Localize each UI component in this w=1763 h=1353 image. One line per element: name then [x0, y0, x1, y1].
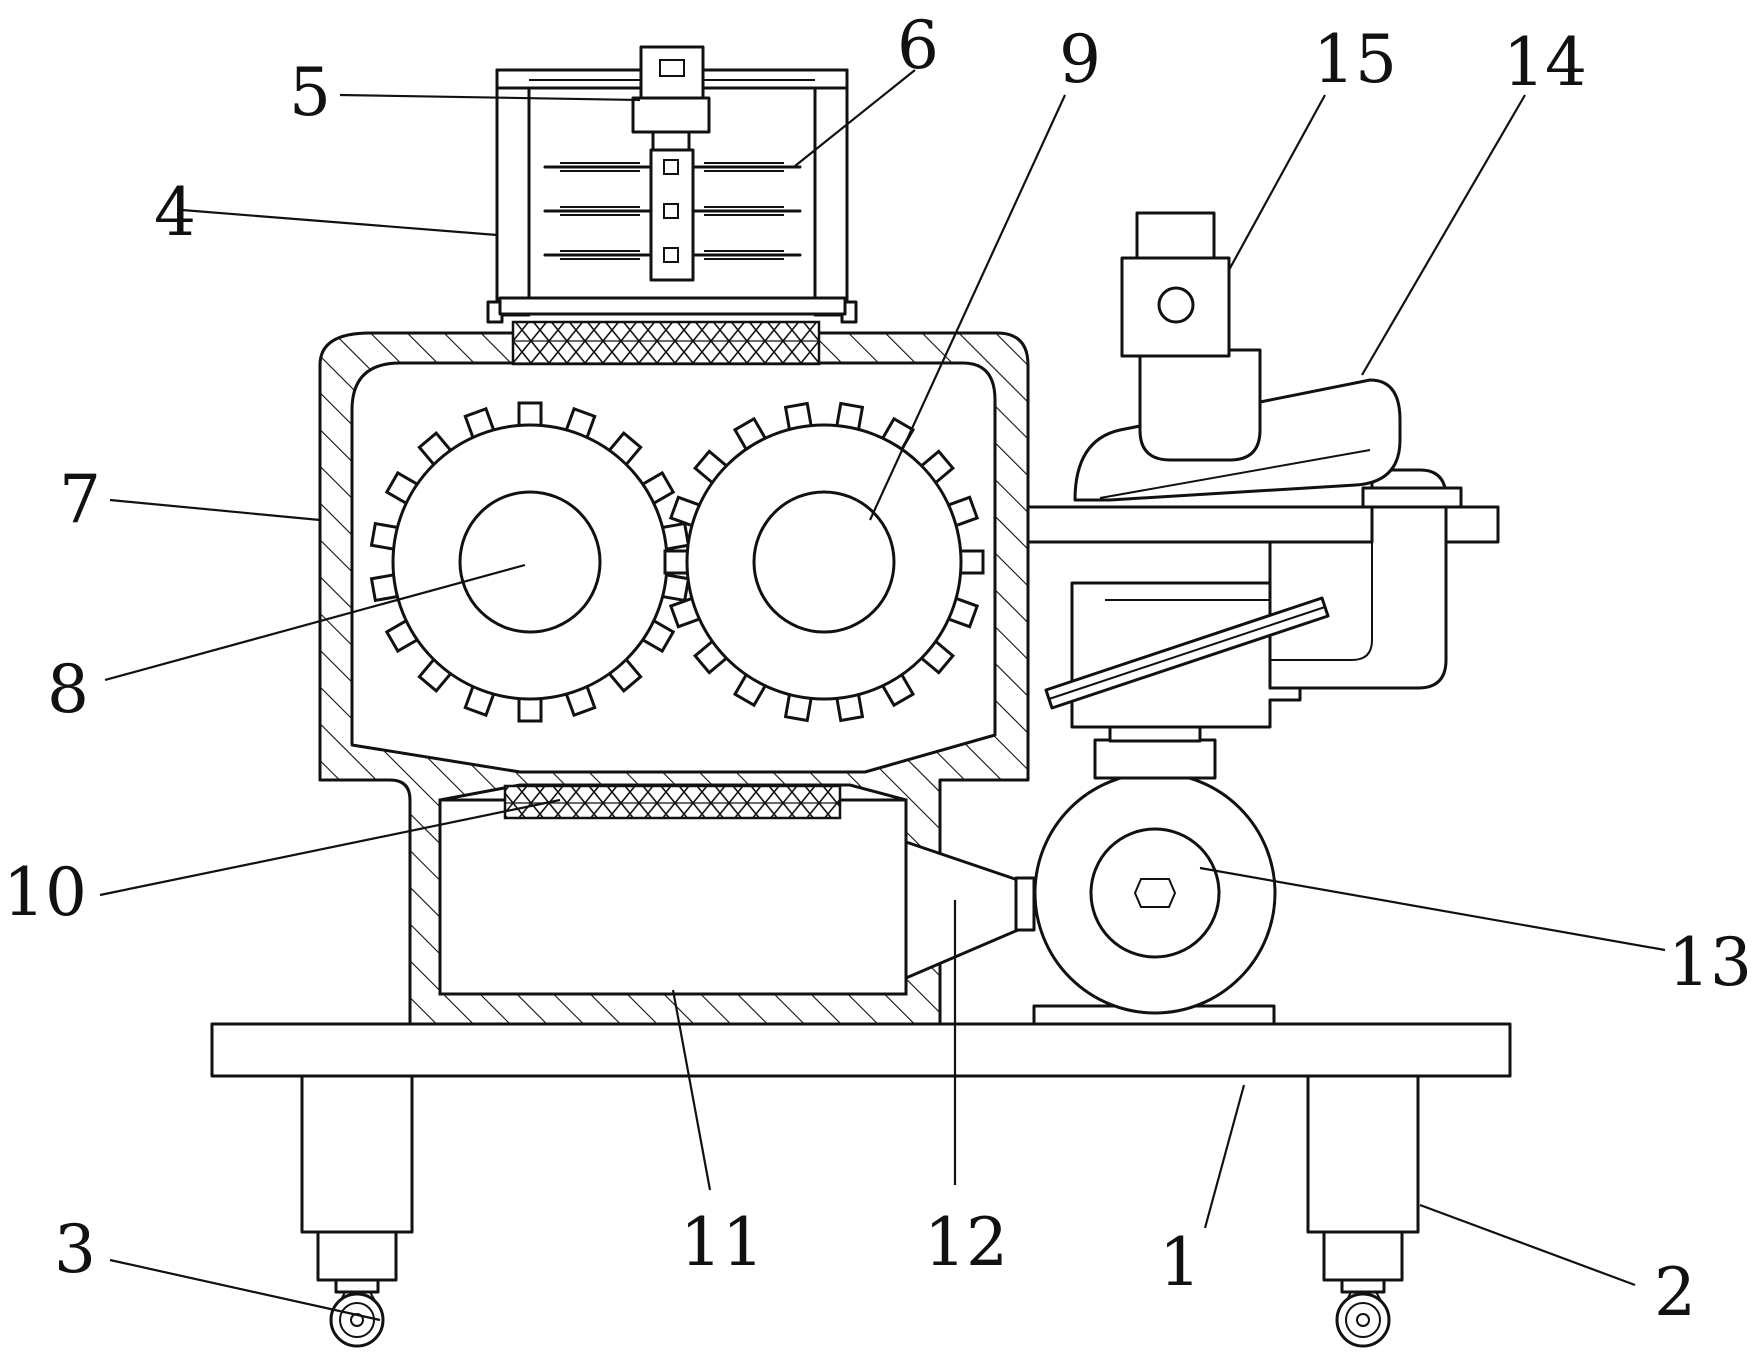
label-6: 6 — [897, 7, 939, 84]
leader-lines — [99, 69, 1666, 1322]
right-leg — [1306, 1074, 1420, 1348]
hopper-frame — [486, 68, 858, 324]
label-8: 8 — [47, 651, 89, 728]
return-pipe — [1268, 468, 1463, 690]
label-4: 4 — [154, 174, 196, 251]
suction-duct — [904, 840, 1020, 980]
delivery-pipe — [1073, 348, 1402, 502]
label-11: 11 — [680, 1204, 764, 1281]
label-7: 7 — [59, 461, 101, 538]
label-9: 9 — [1059, 21, 1101, 98]
suction-fan — [1014, 725, 1277, 1026]
label-3: 3 — [54, 1211, 96, 1288]
callout-labels: 1 2 3 4 5 6 7 8 9 10 11 12 13 14 15 — [3, 7, 1752, 1331]
label-12: 12 — [924, 1204, 1008, 1281]
inclined-screen — [1044, 596, 1330, 710]
label-1: 1 — [1159, 1224, 1201, 1301]
left-crusher-roller — [369, 401, 691, 723]
drive-motor — [631, 45, 711, 152]
right-crusher-roller — [663, 401, 985, 723]
label-14: 14 — [1503, 24, 1587, 101]
label-10: 10 — [3, 854, 87, 931]
label-15: 15 — [1313, 21, 1397, 98]
label-13: 13 — [1668, 924, 1752, 1001]
stirring-shaft — [543, 148, 802, 282]
spray-head — [1120, 211, 1231, 358]
base-plate — [210, 1022, 1512, 1078]
label-2: 2 — [1654, 1254, 1696, 1331]
left-leg — [300, 1074, 414, 1348]
label-5: 5 — [289, 54, 331, 131]
